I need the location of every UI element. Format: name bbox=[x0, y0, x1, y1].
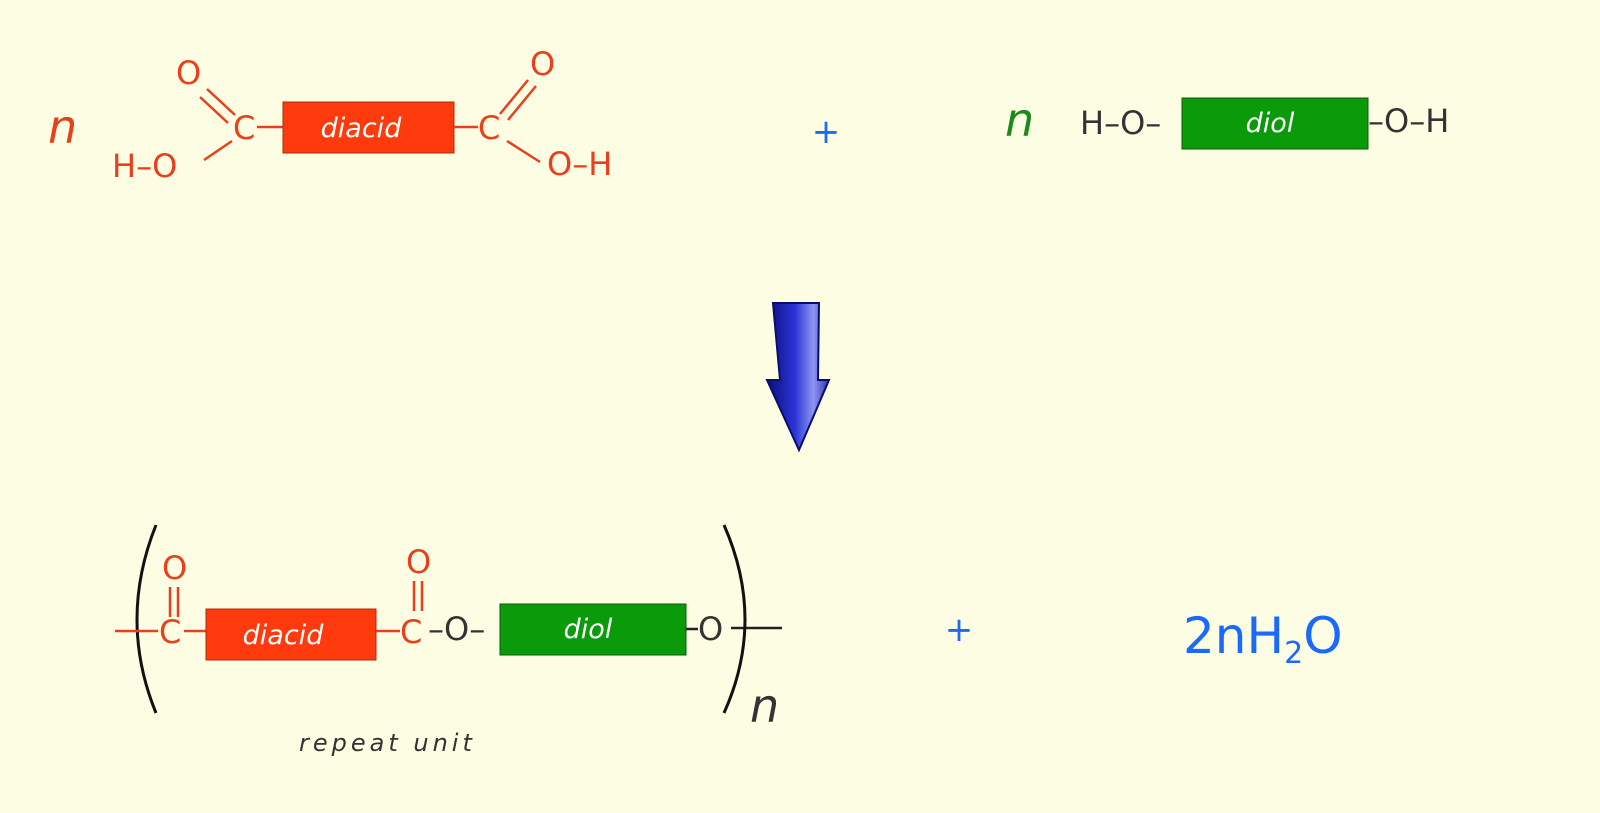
water-suffix: O bbox=[1303, 607, 1342, 665]
water-subscript: 2 bbox=[1284, 636, 1303, 671]
product-diacid-label: diacid bbox=[243, 620, 325, 651]
left-hydroxyl-bond bbox=[203, 139, 233, 162]
plus-sign-bottom: + bbox=[945, 610, 974, 650]
left-hydroxyl: H–O bbox=[112, 147, 177, 185]
diol-right-group: –O–H bbox=[1368, 102, 1449, 140]
left-bracket bbox=[135, 524, 158, 714]
left-carbonyl-oxygen: O bbox=[176, 54, 201, 92]
diol-coefficient: n bbox=[1005, 93, 1034, 147]
product-oxygen-2: O bbox=[406, 543, 431, 581]
product-diol-box bbox=[499, 603, 687, 656]
diol-box-label: diol bbox=[1246, 108, 1295, 139]
right-carboxyl-carbon: C bbox=[478, 109, 500, 147]
plus-sign-top: + bbox=[812, 112, 841, 152]
right-hydroxyl: O–H bbox=[547, 145, 612, 183]
right-carbonyl-oxygen: O bbox=[530, 45, 555, 83]
product-diol-label: diol bbox=[564, 614, 613, 645]
diacid-coefficient: n bbox=[48, 100, 77, 154]
left-carboxyl-carbon: C bbox=[233, 109, 255, 147]
product-ester-oxygen: –O– bbox=[428, 610, 485, 648]
right-bracket bbox=[722, 524, 747, 714]
right-hydroxyl-bond bbox=[506, 139, 541, 164]
product-carbon-1: C bbox=[159, 613, 181, 651]
diacid-box bbox=[282, 101, 455, 154]
right-double-bond-a bbox=[499, 79, 529, 115]
product-oxygen-1: O bbox=[162, 549, 187, 587]
diol-left-group: H–O– bbox=[1080, 104, 1161, 142]
repeat-unit-caption: repeat unit bbox=[299, 729, 476, 757]
water-byproduct: 2nH2O bbox=[1183, 607, 1343, 671]
diol-box bbox=[1181, 97, 1369, 150]
right-double-bond-b bbox=[507, 85, 537, 121]
product-diacid-box bbox=[205, 608, 377, 661]
product-terminal-oxygen: O bbox=[698, 610, 723, 648]
product-carbon-2: C bbox=[400, 613, 422, 651]
reactant-diacid: n O C H–O diacid C O O–H bbox=[48, 45, 612, 185]
left-double-bond-b bbox=[199, 96, 229, 124]
diacid-box-label: diacid bbox=[321, 113, 403, 144]
reactant-diol: n H–O– diol –O–H bbox=[1005, 93, 1449, 150]
down-arrow-icon bbox=[765, 302, 831, 453]
water-prefix: 2nH bbox=[1183, 607, 1284, 665]
repeat-subscript-n: n bbox=[750, 679, 779, 733]
left-double-bond-a bbox=[206, 88, 236, 116]
product-polyester: C O diacid C O –O– diol O n repeat unit bbox=[115, 524, 782, 757]
